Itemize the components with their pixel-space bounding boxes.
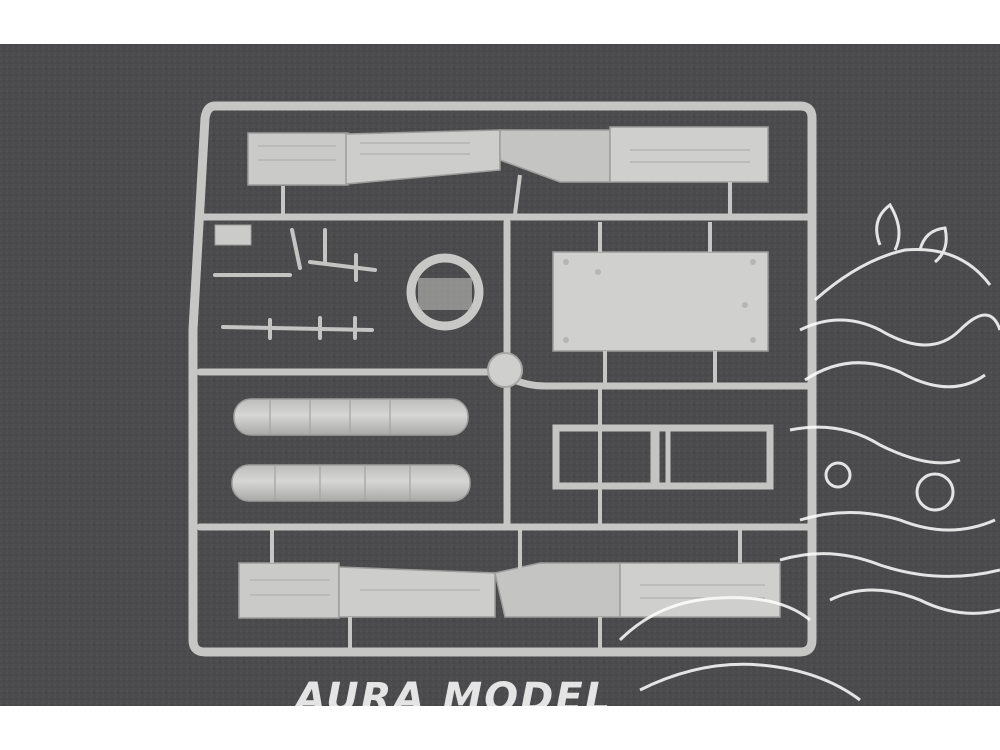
part-hatch-panel [552, 251, 769, 352]
dragon-logo-icon [618, 202, 1000, 702]
top-margin [0, 0, 1000, 44]
part-cylinder-upper [233, 398, 469, 436]
bottom-margin [0, 706, 1000, 750]
part-cylinder-lower [231, 464, 471, 502]
part-small-bits [213, 228, 377, 340]
part-skirt-top [247, 126, 769, 186]
sprue-hub [487, 352, 523, 388]
sprue-frame [188, 101, 817, 657]
part-skirt-bottom [238, 562, 781, 619]
part-window-frame [552, 424, 774, 490]
part-turret-ring [406, 253, 484, 331]
watermark-text: AURA MODEL [295, 675, 613, 718]
part-tab-left [214, 224, 252, 246]
